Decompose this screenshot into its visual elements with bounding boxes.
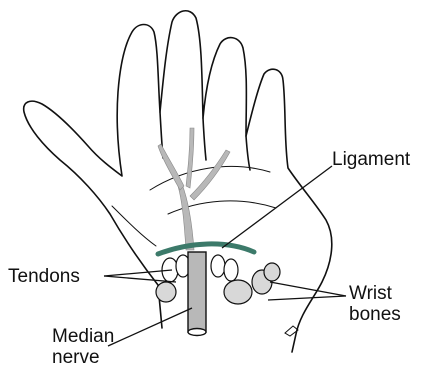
median-nerve-branches xyxy=(158,128,230,250)
thumb-crease xyxy=(112,206,156,246)
tendons-label: Tendons xyxy=(8,266,80,287)
median-nerve-label-line1: Median xyxy=(52,326,114,347)
ligament-leader xyxy=(222,166,332,248)
carpal-tunnel-section xyxy=(156,244,280,336)
median-nerve-label-line2: nerve xyxy=(52,347,100,368)
median-leader xyxy=(108,308,192,346)
wrist-bones-label-line1: Wrist xyxy=(349,283,392,304)
median-nerve xyxy=(188,252,206,332)
finger-gap-2 xyxy=(203,118,206,160)
wrist-leader-b xyxy=(268,296,346,300)
finger-gap-3 xyxy=(246,136,250,170)
leader-lines xyxy=(104,166,346,346)
wrist-leader-a xyxy=(270,282,346,296)
wrist-bones-label-line2: bones xyxy=(349,304,401,325)
ligament-label: Ligament xyxy=(332,149,410,170)
